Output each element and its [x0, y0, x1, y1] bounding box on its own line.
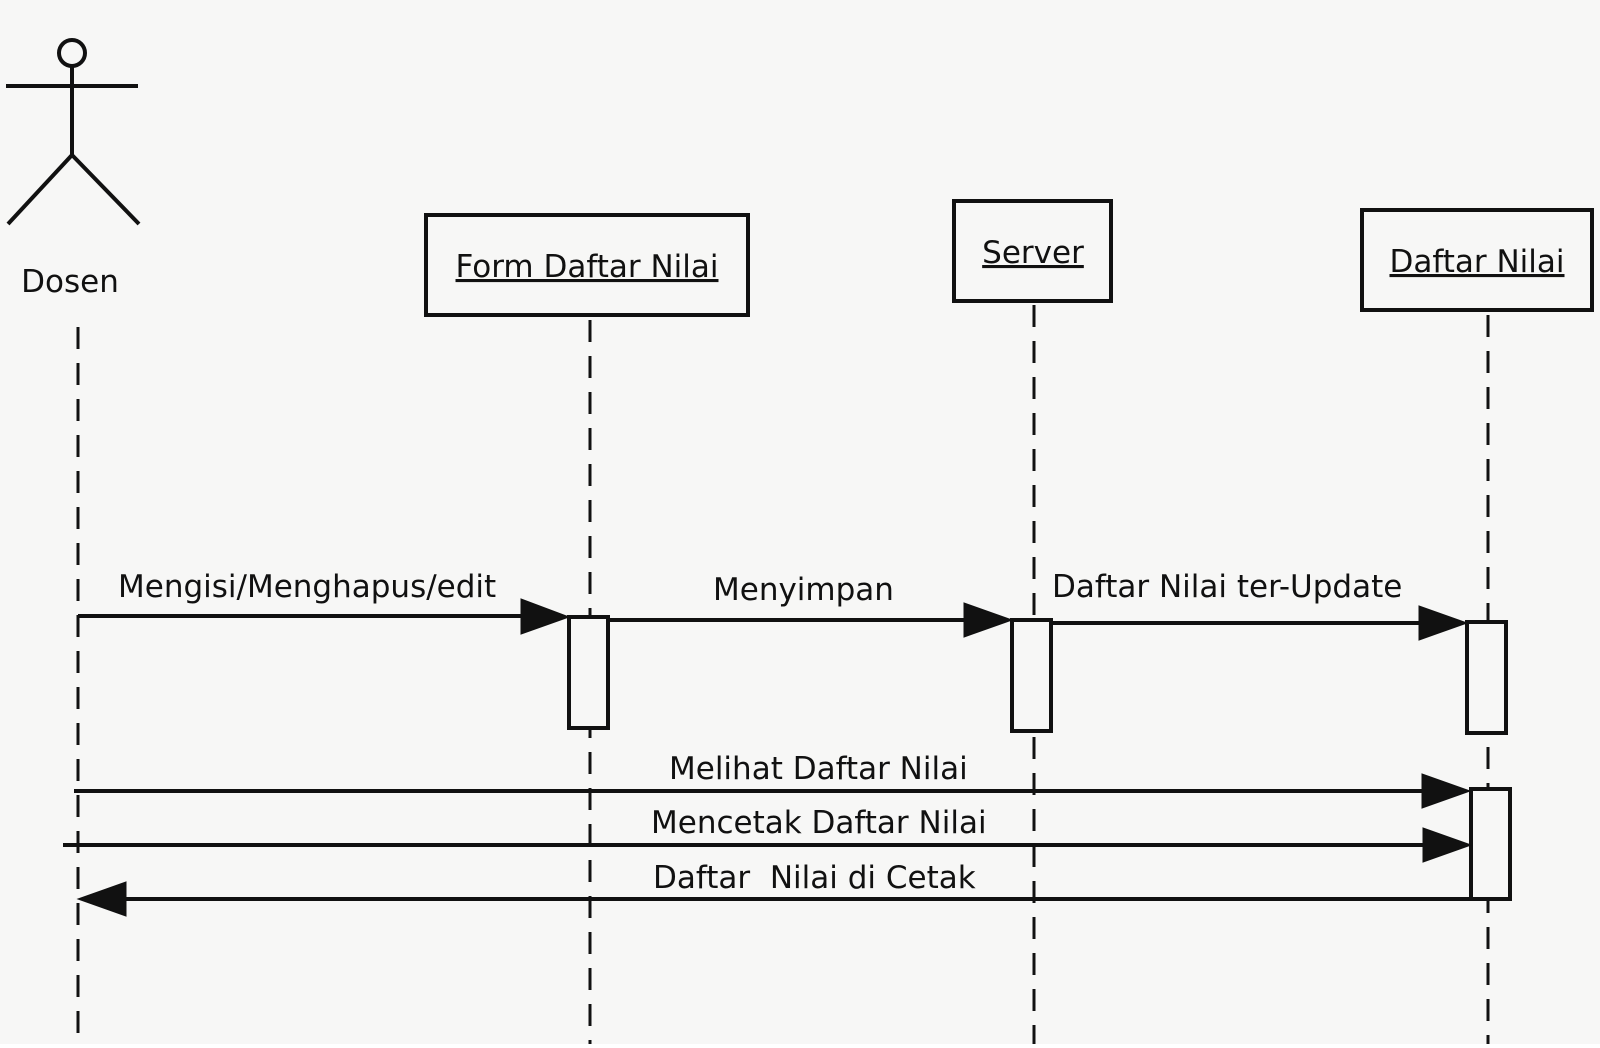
activation-daftar-1	[1465, 620, 1508, 735]
activation-server	[1010, 618, 1053, 733]
actor-head	[57, 38, 87, 68]
activation-daftar-2	[1469, 787, 1512, 901]
object-box-server	[952, 199, 1113, 303]
arrowhead-m3-icon	[1418, 605, 1469, 641]
object-label-form: Form Daftar Nilai	[456, 249, 719, 285]
activation-form	[567, 615, 610, 730]
object-label-daftar: Daftar Nilai	[1389, 244, 1564, 280]
actor-left-leg	[6, 153, 74, 226]
object-box-form	[424, 213, 750, 317]
message-label-m6: Daftar Nilai di Cetak	[653, 860, 976, 896]
message-label-m2: Menyimpan	[713, 572, 894, 608]
arrowhead-m1-icon	[520, 598, 571, 635]
arrowhead-m5-icon	[1422, 827, 1473, 863]
actor-right-leg	[70, 153, 141, 226]
arrowhead-m2-icon	[963, 602, 1014, 638]
actor-dosen-icon	[6, 38, 141, 226]
arrowhead-m6-icon	[76, 881, 127, 917]
object-box-daftar	[1360, 208, 1594, 312]
message-label-m3: Daftar Nilai ter-Update	[1052, 569, 1402, 605]
message-label-m5: Mencetak Daftar Nilai	[651, 805, 987, 841]
arrowhead-m4-icon	[1421, 773, 1472, 809]
message-label-m1: Mengisi/Menghapus/edit	[118, 569, 496, 605]
actor-label: Dosen	[21, 264, 119, 300]
object-label-server: Server	[982, 235, 1084, 271]
message-label-m4: Melihat Daftar Nilai	[669, 751, 968, 787]
